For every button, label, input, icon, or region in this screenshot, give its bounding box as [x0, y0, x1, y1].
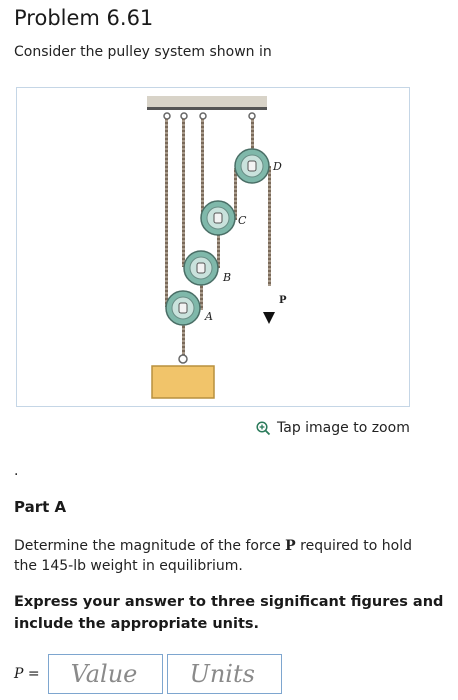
- separator-dot: ·: [14, 467, 19, 483]
- ceiling: [147, 96, 267, 108]
- pulley-d: [234, 148, 270, 184]
- problem-title: Problem 6.61: [14, 6, 154, 30]
- ceiling-edge: [147, 107, 267, 110]
- anchor-2: [180, 112, 188, 120]
- question-post: required to hold the 145-lb weight in eq…: [14, 538, 412, 574]
- rope-a-right: [200, 266, 203, 310]
- rope-d-support: [251, 119, 254, 167]
- rope-p: [268, 166, 271, 286]
- zoom-in-icon: [256, 420, 271, 435]
- anchor-1: [163, 112, 171, 120]
- arrow-p-head: [263, 312, 275, 324]
- rope-c-left: [201, 119, 204, 219]
- label-d: D: [272, 160, 282, 173]
- rope-a-left: [165, 119, 168, 307]
- label-b: B: [222, 271, 231, 284]
- pulley-a: [165, 290, 201, 326]
- answer-label: P =: [14, 666, 40, 682]
- rope-b-left: [182, 119, 185, 267]
- label-p: P: [279, 295, 287, 306]
- question-pre: Determine the magnitude of the force: [14, 538, 286, 554]
- pulley-c: [200, 200, 236, 236]
- weight-block: [151, 365, 215, 399]
- question-text: Determine the magnitude of the force P r…: [14, 536, 434, 576]
- answer-row: P =: [14, 654, 282, 694]
- units-input[interactable]: [166, 654, 282, 694]
- force-symbol: P: [285, 538, 296, 554]
- label-c: C: [238, 214, 247, 227]
- pulley-b: [183, 250, 219, 286]
- zoom-label: Tap image to zoom: [277, 420, 410, 436]
- rope-c-right: [234, 168, 237, 220]
- label-a: A: [204, 310, 213, 323]
- weight-hook: [178, 354, 188, 364]
- value-input[interactable]: [47, 654, 163, 694]
- problem-intro: Consider the pulley system shown in: [14, 44, 272, 60]
- pulley-diagram: D C B A P: [147, 96, 287, 399]
- anchor-3: [199, 112, 207, 120]
- tap-to-zoom[interactable]: Tap image to zoom: [256, 420, 410, 436]
- rope-weight: [182, 307, 185, 355]
- answer-instructions: Express your answer to three significant…: [14, 594, 444, 632]
- anchor-4: [248, 112, 256, 120]
- part-title: Part A: [14, 498, 67, 516]
- rope-b-right: [217, 218, 220, 268]
- pulley-figure[interactable]: D C B A P: [16, 87, 410, 407]
